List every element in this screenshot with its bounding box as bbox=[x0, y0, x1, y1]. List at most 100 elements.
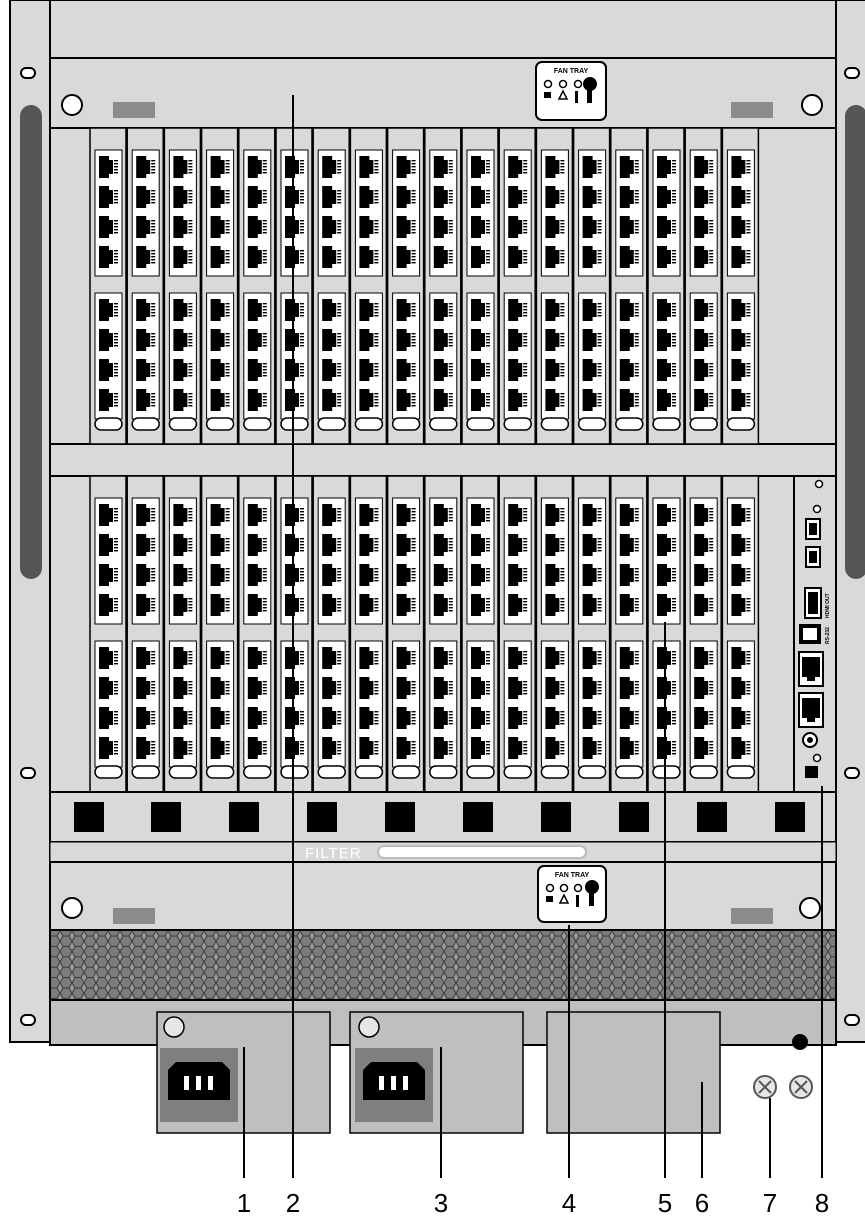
lower-card-14-port-6[interactable] bbox=[582, 677, 597, 699]
lower-card-2-port-5[interactable] bbox=[136, 647, 151, 669]
upper-card-1[interactable] bbox=[89, 127, 127, 445]
lower-card-15-port-6[interactable] bbox=[619, 677, 634, 699]
upper-card-1-port-7[interactable] bbox=[99, 359, 113, 381]
upper-card-4-port-1[interactable] bbox=[210, 156, 225, 178]
lower-card-17-port-1[interactable] bbox=[694, 504, 709, 526]
upper-card-18-port-5[interactable] bbox=[731, 299, 746, 321]
upper-card-13-port-8[interactable] bbox=[545, 389, 560, 411]
upper-card-7[interactable] bbox=[312, 127, 350, 445]
usb-port-2[interactable] bbox=[805, 546, 821, 568]
lower-card-16-port-4[interactable] bbox=[657, 594, 671, 616]
upper-card-5[interactable] bbox=[238, 127, 276, 445]
upper-card-4-port-5[interactable] bbox=[210, 299, 225, 321]
lower-card-1-port-6[interactable] bbox=[99, 677, 113, 699]
lower-card-7-port-8[interactable] bbox=[322, 737, 337, 759]
upper-card-1-port-2[interactable] bbox=[99, 186, 113, 208]
lower-card-10-port-1[interactable] bbox=[433, 504, 448, 526]
lower-card-13-port-4[interactable] bbox=[545, 594, 560, 616]
lower-card-5-port-7[interactable] bbox=[247, 707, 262, 729]
lower-card-13[interactable] bbox=[535, 475, 574, 793]
lower-card-18[interactable] bbox=[721, 475, 760, 793]
lower-card-2-port-7[interactable] bbox=[136, 707, 151, 729]
lower-card-9-handle[interactable] bbox=[391, 765, 421, 779]
usb-port-1[interactable] bbox=[805, 518, 821, 540]
upper-card-13-port-1[interactable] bbox=[545, 156, 560, 178]
lower-card-16-port-3[interactable] bbox=[657, 564, 671, 586]
upper-card-10-port-1[interactable] bbox=[433, 156, 448, 178]
lower-card-11-port-3[interactable] bbox=[471, 564, 485, 586]
reset-button[interactable] bbox=[805, 766, 818, 778]
upper-card-3-port-2[interactable] bbox=[173, 186, 188, 208]
upper-card-17-port-3[interactable] bbox=[694, 216, 709, 238]
lower-card-10-port-8[interactable] bbox=[433, 737, 448, 759]
upper-card-15-port-3[interactable] bbox=[619, 216, 634, 238]
lower-card-16-handle[interactable] bbox=[652, 765, 681, 779]
lower-card-5[interactable] bbox=[238, 475, 276, 793]
upper-card-10-port-2[interactable] bbox=[433, 186, 448, 208]
lower-card-3-handle[interactable] bbox=[168, 765, 198, 779]
lower-card-12-port-5[interactable] bbox=[508, 647, 523, 669]
lower-card-5-port-5[interactable] bbox=[247, 647, 262, 669]
lower-card-18-port-6[interactable] bbox=[731, 677, 746, 699]
upper-card-1-port-6[interactable] bbox=[99, 329, 113, 351]
upper-card-8-port-4[interactable] bbox=[359, 246, 374, 268]
lower-card-7-port-3[interactable] bbox=[322, 564, 337, 586]
upper-card-18-port-6[interactable] bbox=[731, 329, 746, 351]
upper-card-10-port-3[interactable] bbox=[433, 216, 448, 238]
upper-card-17-port-5[interactable] bbox=[694, 299, 709, 321]
upper-card-9-port-4[interactable] bbox=[396, 246, 411, 268]
lower-card-12-port-7[interactable] bbox=[508, 707, 523, 729]
upper-card-1-handle[interactable] bbox=[94, 417, 123, 431]
lower-card-1[interactable] bbox=[89, 475, 127, 793]
lower-card-18-port-8[interactable] bbox=[731, 737, 746, 759]
upper-card-3-port-5[interactable] bbox=[173, 299, 188, 321]
power-supply-2[interactable] bbox=[349, 1011, 524, 1134]
lower-card-13-handle[interactable] bbox=[540, 765, 570, 779]
upper-card-15-port-2[interactable] bbox=[619, 186, 634, 208]
upper-card-7-port-2[interactable] bbox=[322, 186, 337, 208]
lower-card-9-port-8[interactable] bbox=[396, 737, 411, 759]
lower-card-14-port-1[interactable] bbox=[582, 504, 597, 526]
upper-card-12-port-6[interactable] bbox=[508, 329, 523, 351]
lower-card-2[interactable] bbox=[126, 475, 164, 793]
lower-card-12-port-8[interactable] bbox=[508, 737, 523, 759]
upper-card-16-port-3[interactable] bbox=[657, 216, 671, 238]
upper-card-1-port-4[interactable] bbox=[99, 246, 113, 268]
lower-card-10-port-3[interactable] bbox=[433, 564, 448, 586]
upper-card-17-handle[interactable] bbox=[689, 417, 718, 431]
upper-card-6-handle[interactable] bbox=[280, 417, 309, 431]
lower-card-16[interactable] bbox=[647, 475, 685, 793]
upper-card-14-port-3[interactable] bbox=[582, 216, 597, 238]
upper-card-8-port-8[interactable] bbox=[359, 389, 374, 411]
lower-card-3-port-1[interactable] bbox=[173, 504, 188, 526]
lan-port-2[interactable] bbox=[798, 692, 824, 728]
lower-card-14-port-2[interactable] bbox=[582, 534, 597, 556]
lower-card-7-port-4[interactable] bbox=[322, 594, 337, 616]
lower-card-4-handle[interactable] bbox=[205, 765, 235, 779]
upper-card-9-port-1[interactable] bbox=[396, 156, 411, 178]
upper-card-7-port-6[interactable] bbox=[322, 329, 337, 351]
upper-card-8[interactable] bbox=[349, 127, 388, 445]
upper-card-2-port-2[interactable] bbox=[136, 186, 151, 208]
upper-card-5-port-3[interactable] bbox=[247, 216, 262, 238]
upper-card-5-port-8[interactable] bbox=[247, 389, 262, 411]
upper-card-3-port-1[interactable] bbox=[173, 156, 188, 178]
lower-card-15-port-4[interactable] bbox=[619, 594, 634, 616]
upper-card-17-port-2[interactable] bbox=[694, 186, 709, 208]
upper-card-16[interactable] bbox=[647, 127, 685, 445]
lower-card-13-port-8[interactable] bbox=[545, 737, 560, 759]
lower-card-11-port-5[interactable] bbox=[471, 647, 485, 669]
filter-band[interactable]: FILTER bbox=[49, 841, 837, 863]
lower-card-18-port-5[interactable] bbox=[731, 647, 746, 669]
upper-card-13-port-5[interactable] bbox=[545, 299, 560, 321]
lower-card-13-port-6[interactable] bbox=[545, 677, 560, 699]
upper-card-16-port-2[interactable] bbox=[657, 186, 671, 208]
lower-card-11-port-8[interactable] bbox=[471, 737, 485, 759]
upper-card-4-port-6[interactable] bbox=[210, 329, 225, 351]
lower-card-5-port-1[interactable] bbox=[247, 504, 262, 526]
upper-card-3-port-7[interactable] bbox=[173, 359, 188, 381]
lower-card-7-port-6[interactable] bbox=[322, 677, 337, 699]
upper-card-4-port-3[interactable] bbox=[210, 216, 225, 238]
lower-card-7[interactable] bbox=[312, 475, 350, 793]
lower-card-2-port-4[interactable] bbox=[136, 594, 151, 616]
